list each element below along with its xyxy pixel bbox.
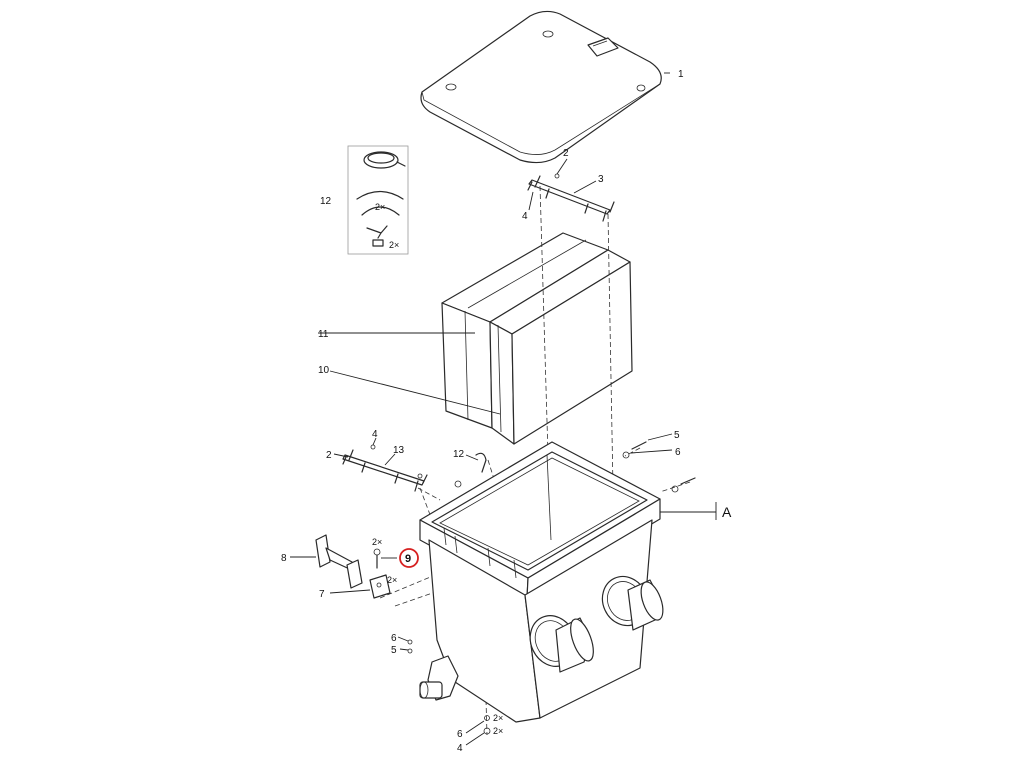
callout-kit: 12	[320, 196, 332, 207]
callout-rail-mid: 13	[393, 445, 405, 456]
qty-washer-bottom: 2×	[493, 713, 503, 723]
qty-kit-clamp: 2×	[375, 202, 385, 212]
callout-hose-clip: 12	[453, 449, 465, 460]
highlight-circle	[399, 548, 419, 568]
callout-bolt-right: 5	[674, 430, 680, 441]
lower-left-fasteners-part	[407, 639, 413, 654]
callout-lid: 1	[678, 69, 684, 80]
callout-nut-top: 4	[522, 211, 528, 222]
qty-nut-bottom: 2×	[493, 726, 503, 736]
callout-bolt-low: 5	[391, 645, 397, 656]
callout-nut-bottom: 4	[457, 743, 463, 754]
hose-clip-part	[454, 452, 487, 488]
mid-rail-part	[342, 444, 428, 492]
callout-housing: A	[722, 504, 732, 520]
qty-kit-nut: 2×	[389, 240, 399, 250]
callout-washer-right: 6	[675, 447, 681, 458]
callout-bolt-small: 9	[405, 553, 411, 565]
lid-part	[420, 10, 662, 164]
callout-rail-top: 3	[598, 174, 604, 185]
bracket-part	[369, 574, 391, 599]
bottom-fasteners-part	[483, 715, 491, 735]
callout-filter-b: 10	[318, 365, 330, 376]
connector-tube-part	[315, 534, 363, 589]
callout-washer-low: 6	[391, 633, 397, 644]
callout-screw-top: 2	[563, 148, 569, 159]
repair-kit-part	[347, 145, 409, 255]
qty-bolt-small: 2×	[372, 537, 382, 547]
qty-bracket: 2×	[387, 575, 397, 585]
small-bolt-part	[373, 548, 381, 569]
callout-screw-mid: 2	[326, 450, 332, 461]
callout-bracket: 7	[319, 589, 325, 600]
callout-tube: 8	[281, 553, 287, 564]
right-fasteners-part	[622, 441, 696, 493]
callout-washer-bottom: 6	[457, 729, 463, 740]
callout-nut-mid: 4	[372, 429, 378, 440]
housing-part	[419, 441, 664, 723]
callout-filter-a: 11	[318, 329, 329, 340]
filter-blocks-part	[441, 232, 633, 445]
